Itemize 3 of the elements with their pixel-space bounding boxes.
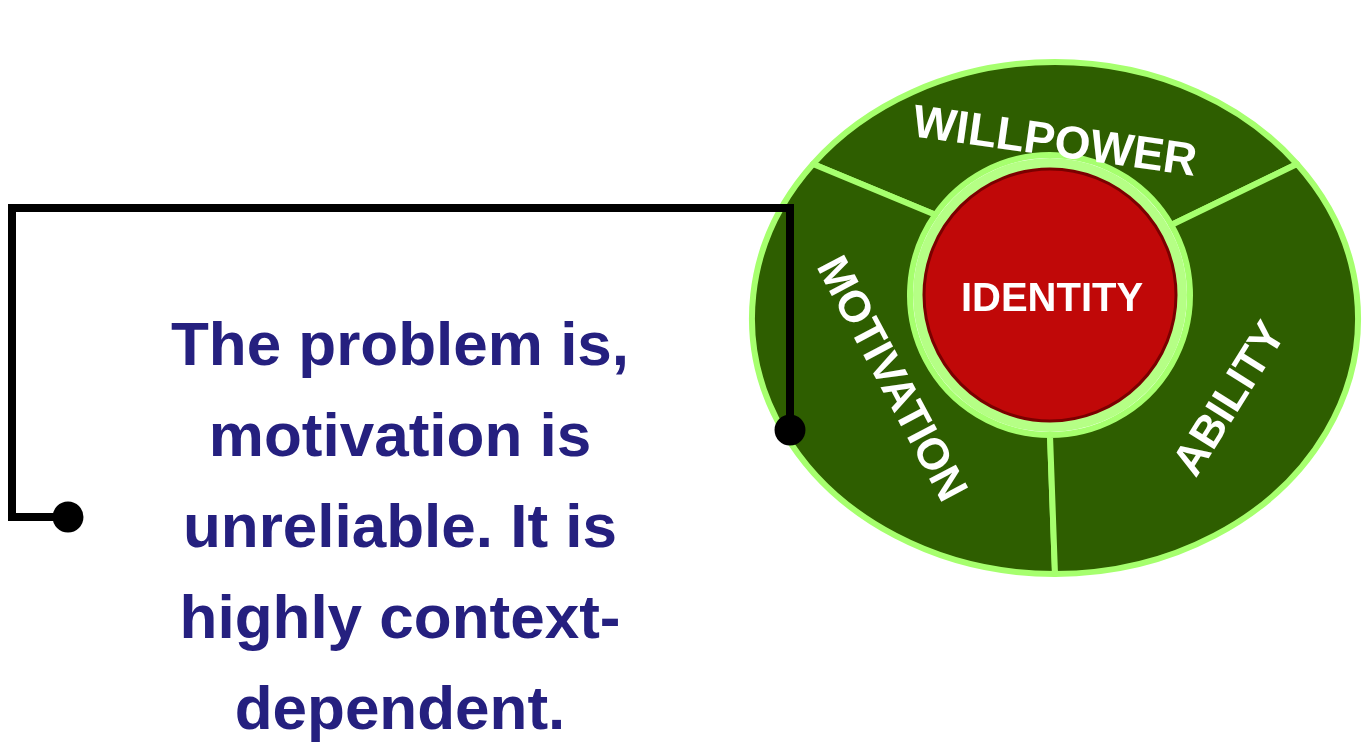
- callout-text: The problem is, motivation is unreliable. It is highly context-dependent.: [95, 298, 705, 753]
- segment-label: WILLPOWER: [909, 94, 1201, 186]
- leader-line: [8, 204, 806, 533]
